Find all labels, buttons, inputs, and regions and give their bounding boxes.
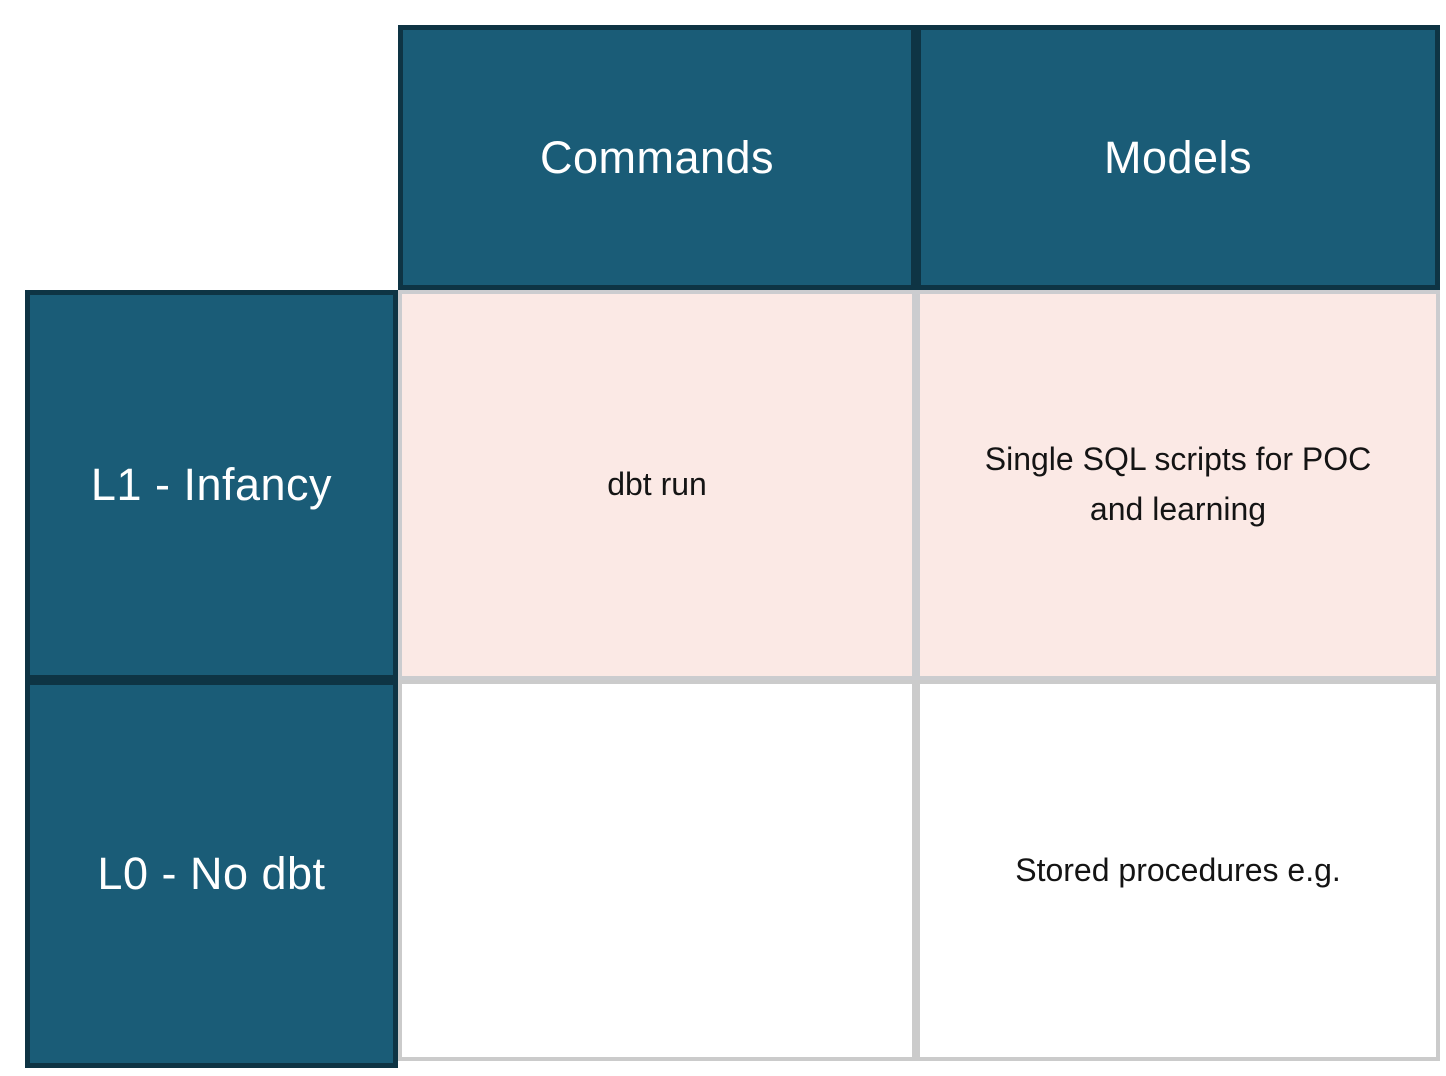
cell-l1-models: Single SQL scripts for POC and learning [916, 290, 1440, 680]
cell-l1-commands: dbt run [398, 290, 916, 680]
column-header-commands-label: Commands [539, 131, 775, 183]
column-header-models-label: Models [1103, 131, 1253, 183]
row-header-l1-infancy-label: L1 - Infancy [90, 459, 333, 510]
row-header-l0-no-dbt-label: L0 - No dbt [97, 848, 326, 899]
maturity-matrix-table: Commands Models L1 - Infancy dbt run Sin… [25, 25, 1440, 1068]
cell-l1-models-text: Single SQL scripts for POC and learning [984, 441, 1372, 527]
cell-l1-commands-text: dbt run [607, 466, 707, 503]
row-header-l1-infancy: L1 - Infancy [25, 290, 398, 680]
corner-cell [25, 25, 398, 290]
cell-l0-commands [398, 680, 916, 1061]
column-header-commands: Commands [398, 25, 916, 290]
column-header-models: Models [916, 25, 1440, 290]
cell-l0-models-text: Stored procedures e.g. [1015, 851, 1341, 888]
cell-l0-models: Stored procedures e.g. [916, 680, 1440, 1061]
row-header-l0-no-dbt: L0 - No dbt [25, 680, 398, 1068]
